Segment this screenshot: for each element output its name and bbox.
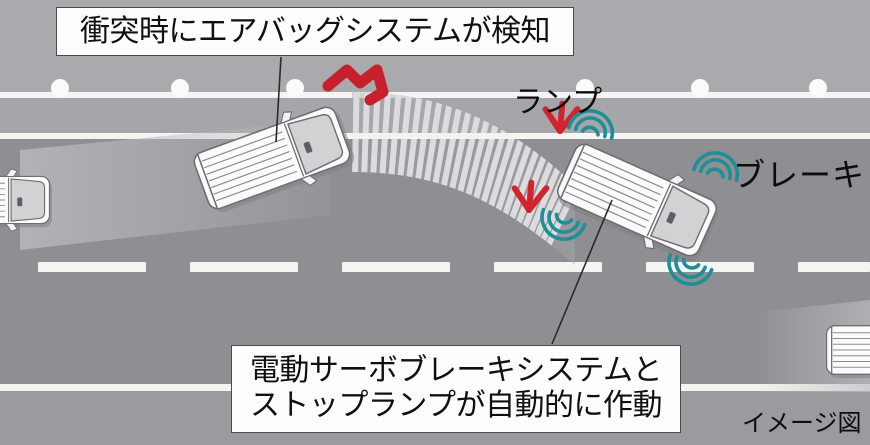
caption-servo-brake-system: 電動サーボブレーキシステムと ストップランプが自動的に作動	[231, 345, 681, 433]
rear-vehicle	[825, 317, 870, 383]
label-image-note: イメージ図	[742, 410, 862, 437]
lane-line-upper	[0, 92, 870, 98]
impact-arrow	[322, 64, 389, 106]
leader-line-top	[275, 56, 282, 143]
label-lamp: ランプ	[513, 86, 603, 119]
lane-dash-marks	[38, 262, 870, 272]
left-vehicle	[0, 168, 53, 232]
caption-airbag-detection: 衝突時にエアバッグシステムが検知	[56, 7, 574, 56]
leader-line-bottom	[551, 199, 613, 345]
label-brake: ブレーキ	[733, 157, 866, 193]
delineator-posts	[51, 79, 827, 97]
road-upper-shoulder	[0, 60, 870, 92]
